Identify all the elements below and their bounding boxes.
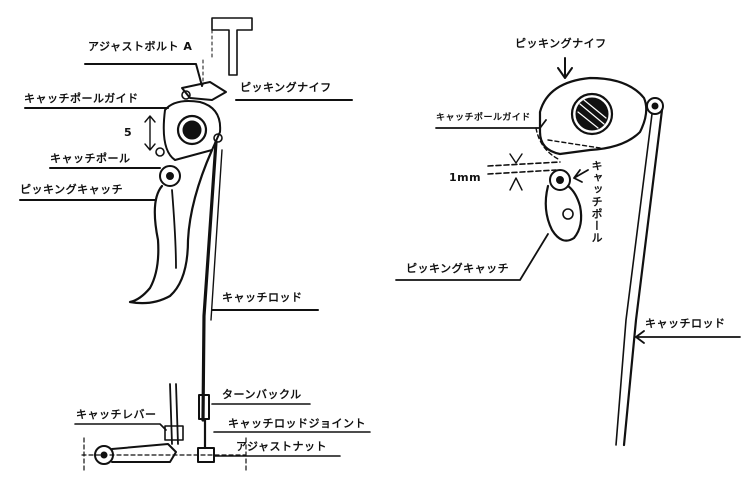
catch-rod-right: [622, 108, 664, 447]
gap-arrows: [509, 153, 523, 191]
adjust-bolt-head: [181, 90, 191, 100]
label-picking-catch-left: ピッキングキャッチ: [20, 183, 124, 196]
catch-lever-dash-v: [83, 437, 247, 471]
pin-2: [155, 147, 165, 157]
label-dim-5: 5: [124, 126, 133, 139]
adjust-bolt: [181, 81, 227, 101]
picking-catch-lever: [128, 148, 214, 305]
picking-catch-inner: [171, 189, 177, 269]
rod-pivot-right: [646, 97, 664, 115]
left-assembly: [19, 17, 371, 471]
catch-pawl-wheel: [159, 165, 181, 187]
catch-rod-right-2: [615, 113, 653, 446]
turnbuckle-body: [198, 394, 210, 420]
label-dim-1mm: 1mm: [449, 171, 482, 184]
catch-lever-rod: [169, 383, 179, 445]
picking-knife-body: [538, 76, 648, 156]
catch-rod-left: [201, 140, 218, 422]
leader-pawl-guide-right: [435, 119, 547, 129]
catch-pawl-axle-right: [556, 176, 564, 184]
catch-pawl-wheel-right: [549, 169, 571, 191]
pin-1: [213, 133, 223, 143]
picking-catch-right: [544, 184, 583, 242]
leader-catch-lever: [74, 423, 167, 431]
picking-catch-right-hole: [562, 208, 574, 220]
leader-picking-catch-right: [395, 233, 549, 281]
t-handle: [211, 17, 253, 76]
label-turnbuckle: ターンバックル: [222, 388, 302, 401]
label-picking-knife-left: ピッキングナイフ: [240, 81, 332, 94]
hub-outer: [176, 114, 208, 146]
leader-adjust-bolt: [84, 63, 203, 87]
label-catch-pawl-left: キャッチポール: [50, 152, 131, 165]
pawl-guide-body: [162, 100, 222, 161]
leader-catch-rod-right: [635, 330, 741, 344]
label-catch-pawl-right: キャッチポール: [590, 160, 603, 244]
t-handle-dash: [202, 29, 213, 86]
label-catch-pawl-guide-right: キャッチポールガイド: [436, 113, 531, 123]
hub-inner: [182, 120, 202, 140]
hub-right: [570, 92, 614, 136]
pawl-guide-dashes: [535, 127, 601, 161]
label-picking-catch-right: ピッキングキャッチ: [406, 262, 510, 275]
arrow-picking-knife-right: [557, 57, 573, 79]
label-catch-lever: キャッチレバー: [76, 408, 157, 421]
label-catch-rod-joint: キャッチロッドジョイント: [228, 417, 366, 430]
catch-lever-clamp: [164, 425, 184, 441]
catch-lever-arm: [111, 443, 177, 463]
catch-pawl-axle: [166, 172, 174, 180]
label-catch-pawl-guide-left: キャッチポールガイド: [24, 92, 139, 105]
label-adjust-bolt-a: アジャストボルト A: [88, 40, 193, 53]
arrow-catch-pawl-right: [573, 169, 589, 183]
hub-right-hatch: [577, 99, 607, 129]
gap-dashes: [487, 161, 561, 175]
right-assembly: [395, 57, 741, 447]
label-picking-knife-right: ピッキングナイフ: [515, 37, 607, 50]
catch-rod-left-2: [210, 149, 223, 321]
label-adjust-nut: アジャストナット: [236, 440, 328, 453]
rod-pivot-right-center: [651, 102, 659, 110]
dim-5-arrows: [144, 115, 156, 151]
label-catch-rod-right: キャッチロッド: [645, 317, 726, 330]
label-catch-rod-left: キャッチロッド: [222, 291, 303, 304]
